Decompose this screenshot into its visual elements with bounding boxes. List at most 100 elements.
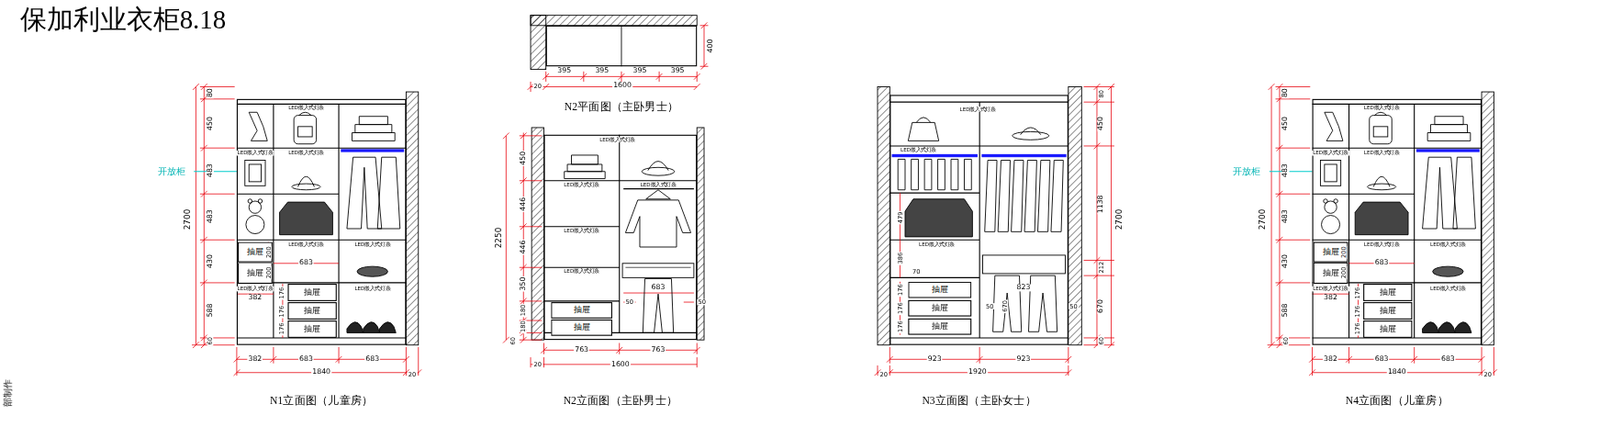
drawer-box: 抽屉	[907, 300, 972, 317]
view-caption: N4立面图（儿童房）	[1345, 395, 1449, 407]
drawer-box: 抽屉	[550, 319, 613, 336]
clothing-icons-part	[279, 201, 334, 235]
annotation-text: LED嵌入式灯条	[562, 268, 601, 275]
annotation-text: LED嵌入式灯条	[287, 242, 325, 248]
dimension-text: 670	[1097, 298, 1106, 314]
clothing-icons	[245, 111, 401, 333]
dimension-text: 176	[1353, 321, 1361, 336]
wall-hatch	[405, 91, 418, 346]
n2-elevation-art-part	[531, 127, 544, 340]
cabinet-frame: N2立面图（主卧男士）抽屉抽屉	[543, 134, 697, 340]
dimension-text: 479	[896, 210, 904, 224]
drawer-box: 抽屉	[907, 318, 972, 336]
n2-elevation-art-part-part	[648, 161, 669, 171]
dimension-text: 823	[1015, 284, 1031, 292]
dimension-text: 683	[364, 355, 381, 363]
dimension-text: 176	[896, 319, 904, 334]
annotation-text: 部制作	[3, 378, 13, 408]
dimension-text: 450	[206, 115, 214, 132]
cabinet-panels	[236, 103, 407, 338]
dimension-text: 400	[707, 37, 716, 54]
n1-elevation-art	[191, 83, 422, 376]
clothing-icons-part	[245, 160, 266, 187]
dimension-text: 483	[1282, 208, 1290, 224]
dimension-text: 176	[896, 282, 904, 297]
annotation-text: 开放柜	[156, 167, 187, 177]
n2-elevation-art-part-part	[625, 190, 691, 247]
drawer-label: 抽屉	[303, 324, 321, 334]
annotation-text: LED嵌入式灯条	[1311, 150, 1350, 157]
dimension-text: 395	[593, 67, 610, 76]
dimension-text: 60	[1097, 335, 1105, 347]
view-caption: N3立面图（主卧女士）	[921, 395, 1036, 407]
view-caption: N2立面图（主卧男士）	[563, 395, 678, 407]
drawer-label: 抽屉	[303, 288, 321, 297]
annotation-text: LED嵌入式灯条	[353, 242, 392, 248]
dimension-text: 80	[1282, 87, 1290, 99]
dimension-text: 923	[927, 355, 943, 363]
n2-elevation-art-part	[543, 134, 697, 334]
dimension-text: 483	[206, 162, 214, 179]
annotation-text: LED嵌入式灯条	[235, 150, 274, 157]
clothing-icons-part	[298, 126, 314, 137]
dimension-text: 20	[532, 82, 543, 90]
dimension-text: 60	[1282, 335, 1289, 347]
dimension-text: 382	[1322, 294, 1339, 303]
dimension-text: 763	[573, 346, 590, 354]
dimension-text: 200	[1341, 245, 1348, 259]
cabinet-frame: N2平面图（主卧男士）	[546, 25, 698, 67]
annotation-text: LED嵌入式灯条	[353, 286, 392, 292]
n2-elevation-art-part	[696, 127, 705, 340]
dimension-text: 683	[1440, 355, 1456, 363]
annotation-text: LED嵌入式灯条	[287, 105, 325, 112]
dimension-text: 200	[265, 265, 272, 280]
drawer-box: 抽屉	[287, 320, 336, 338]
n4-elevation-art	[1267, 83, 1498, 376]
dimension-text: 1840	[1387, 369, 1408, 377]
annotation-text: LED嵌入式灯条	[1429, 286, 1467, 292]
drawer-box: 抽屉	[1363, 283, 1412, 302]
dimension-text: 212	[1097, 260, 1105, 275]
drawer-label: 抽屉	[931, 322, 949, 331]
n3-elevation-art-part	[981, 154, 1066, 157]
dimension-text: 395	[631, 67, 648, 76]
n2-plan-art-part	[527, 22, 709, 92]
dimension-text: 382	[246, 294, 263, 303]
clothing-icons-part	[246, 215, 265, 235]
drawer-label: 抽屉	[303, 306, 321, 315]
drawer-box: 抽屉	[907, 281, 972, 299]
annotation-text: LED嵌入式灯条	[899, 147, 938, 154]
n3-elevation-art-part-part	[984, 160, 1064, 233]
page-title: 保加利业衣柜8.18	[20, 3, 226, 36]
dimension-text: 50	[1068, 302, 1079, 310]
dimension-text: 446	[519, 196, 527, 213]
n2-elevation-art-part-part	[641, 167, 675, 176]
cabinet-frame: N4立面图（儿童房）抽屉抽屉抽屉抽屉抽屉	[1312, 99, 1483, 346]
n3-elevation-art-part-part	[1020, 127, 1041, 135]
view-caption: N2平面图（主卧男士）	[564, 101, 679, 113]
dimension-text: 395	[556, 67, 572, 76]
n3-elevation-art-part	[892, 154, 978, 157]
dimension-text: 450	[1282, 115, 1290, 132]
dimension-text: 2700	[1259, 208, 1268, 232]
dimension-text: 483	[1282, 162, 1290, 179]
drawer-label: 抽屉	[931, 303, 949, 313]
dimension-text: 50	[696, 299, 707, 306]
n3-elevation-art-part	[982, 255, 1065, 274]
clothing-icons-part	[257, 199, 262, 203]
n2-elevation-art	[503, 127, 705, 368]
annotation-text: LED嵌入式灯条	[1363, 242, 1401, 248]
clothing-icons-part	[293, 115, 316, 145]
annotation-text: LED嵌入式灯条	[1429, 242, 1467, 248]
dimension-text: 176	[278, 321, 285, 336]
dimension-text: 20	[532, 361, 543, 369]
dimension-text: 80	[206, 87, 214, 99]
clothing-icons-part	[357, 266, 388, 277]
dimension-text: 683	[1374, 259, 1390, 268]
dimension-text: 382	[246, 355, 263, 363]
clothing-icons-part	[248, 164, 261, 182]
dimension-text: 382	[1322, 355, 1339, 363]
